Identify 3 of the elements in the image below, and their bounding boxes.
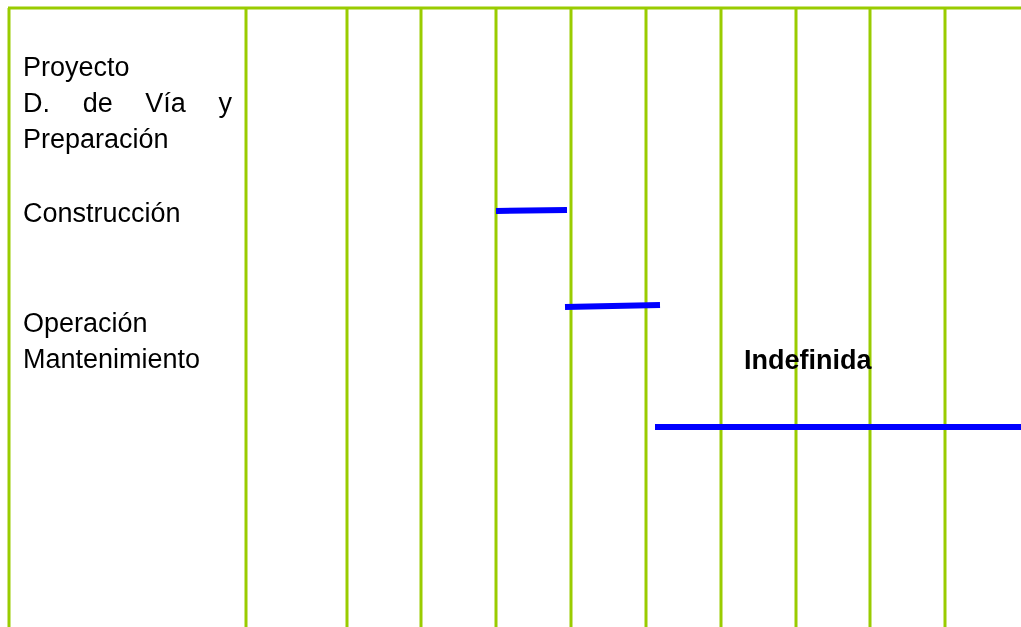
row-label: Operación Mantenimiento [23,307,202,376]
row-label: Proyecto D. de Vía y Preparación [23,51,232,156]
row-label: Construcción [23,197,182,230]
